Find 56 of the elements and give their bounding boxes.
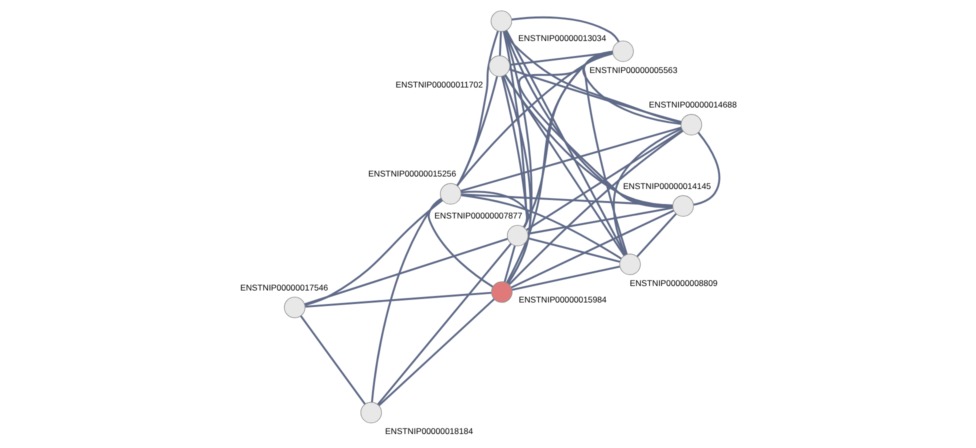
node-circle: [360, 402, 382, 424]
node-circle: [440, 183, 461, 205]
connector: [504, 74, 625, 256]
node-circle: [490, 281, 512, 303]
connector: [518, 50, 672, 208]
connector: [503, 245, 516, 282]
connector: [300, 315, 366, 405]
node-circle: [488, 55, 510, 77]
node-label: ENSTNIP00000015984: [518, 294, 606, 304]
node-circle: [618, 254, 640, 276]
connector: [510, 210, 674, 288]
connector: [508, 130, 683, 286]
connector: [525, 130, 683, 231]
node-label: ENSTNIP00000014688: [648, 100, 736, 110]
connector: [511, 16, 620, 42]
node-label: ENSTNIP00000014145: [622, 180, 710, 191]
node-circle: [612, 40, 634, 62]
connector: [502, 75, 532, 284]
connector: [376, 243, 512, 406]
connector: [460, 193, 672, 206]
connector: [456, 76, 498, 186]
node-circle: [680, 114, 702, 136]
node-label: ENSTNIP00000013034: [518, 32, 606, 43]
connector: [456, 52, 612, 186]
node-label: ENSTNIP00000011702: [395, 79, 482, 90]
connector: [460, 194, 622, 260]
connector: [460, 126, 682, 192]
node-circle: [284, 296, 305, 318]
connector: [504, 30, 681, 124]
connector: [456, 30, 498, 186]
connector: [304, 292, 491, 308]
connector: [378, 298, 494, 406]
connector: [504, 30, 626, 256]
connector: [304, 238, 508, 306]
connector: [370, 198, 442, 402]
node-label: ENSTNIP00000008809: [629, 278, 718, 288]
connector: [498, 32, 502, 56]
node-label: ENSTNIP00000005563: [589, 64, 677, 75]
connector: [692, 132, 720, 206]
connector: [612, 128, 682, 256]
connector: [500, 76, 528, 228]
node-circle: [490, 10, 512, 32]
connector: [636, 213, 676, 258]
node-circle: [672, 195, 694, 217]
connector: [427, 198, 493, 288]
node-label: ENSTNIP00000017546: [240, 282, 328, 292]
connector: [527, 206, 672, 235]
node-label: ENSTNIP00000018184: [384, 426, 472, 436]
connector: [527, 237, 620, 263]
node-label: ENSTNIP00000007877: [434, 210, 522, 220]
connector: [508, 68, 681, 123]
connector: [511, 266, 620, 291]
node-circle: [506, 224, 528, 246]
node-label: ENSTNIP00000015256: [368, 168, 456, 179]
connector: [304, 200, 442, 306]
connector: [503, 30, 532, 284]
